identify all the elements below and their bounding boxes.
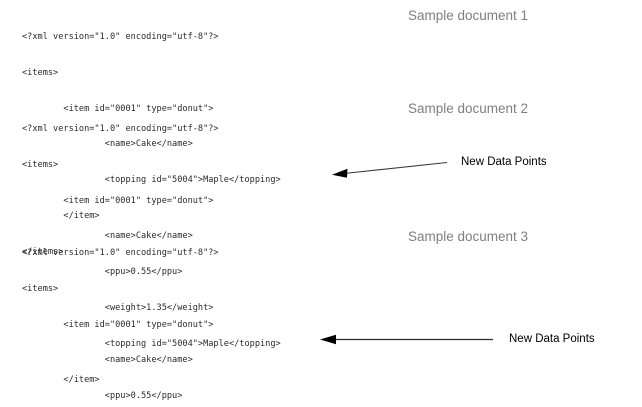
code-line: <?xml version="1.0" encoding="utf-8"?>: [22, 247, 219, 258]
code-line: <?xml version="1.0" encoding="utf-8"?>: [22, 31, 219, 42]
code-line: <name>Cake</name>: [22, 139, 193, 150]
code-line: </item>: [22, 211, 100, 222]
document-label-2: Sample document 2: [408, 101, 529, 116]
code-line: <items>: [22, 283, 59, 294]
code-line: <items>: [22, 159, 59, 170]
code-line: <name>Cake</name>: [22, 231, 193, 242]
code-line: <item id="0001" type="donut">: [22, 319, 214, 330]
code-line: <items>: [22, 67, 59, 78]
annotation-label-1: New Data Points: [461, 156, 547, 168]
code-line: <ppu>0.55</ppu>: [22, 267, 183, 278]
annotation-arrow-2: [320, 334, 493, 345]
code-block-document-1: <?xml version="1.0" encoding="utf-8"?> <…: [22, 8, 281, 283]
annotation-arrow-1: [332, 161, 448, 178]
code-line: <name>Cake</name>: [22, 355, 193, 366]
code-line: <weight>1.35</weight>: [22, 303, 214, 314]
annotation-label-2: New Data Points: [509, 333, 595, 345]
document-label-3: Sample document 3: [408, 229, 529, 244]
code-line: <ppu>0.55</ppu>: [22, 391, 183, 402]
code-block-document-3: <?xml version="1.0" encoding="utf-8"?> <…: [22, 224, 322, 407]
code-line: </item>: [22, 374, 100, 385]
document-label-1: Sample document 1: [408, 8, 529, 23]
code-line: <item id="0001" type="donut">: [22, 195, 214, 206]
code-line: <?xml version="1.0" encoding="utf-8"?>: [22, 123, 219, 134]
code-block-document-2: <?xml version="1.0" encoding="utf-8"?> <…: [22, 100, 281, 407]
code-line: </items>: [22, 247, 64, 258]
code-line: <item id="0001" type="donut">: [22, 103, 214, 114]
code-line: <topping id="5004">Maple</topping>: [22, 175, 281, 186]
code-line: <topping id="5004">Maple</topping>: [22, 339, 281, 350]
